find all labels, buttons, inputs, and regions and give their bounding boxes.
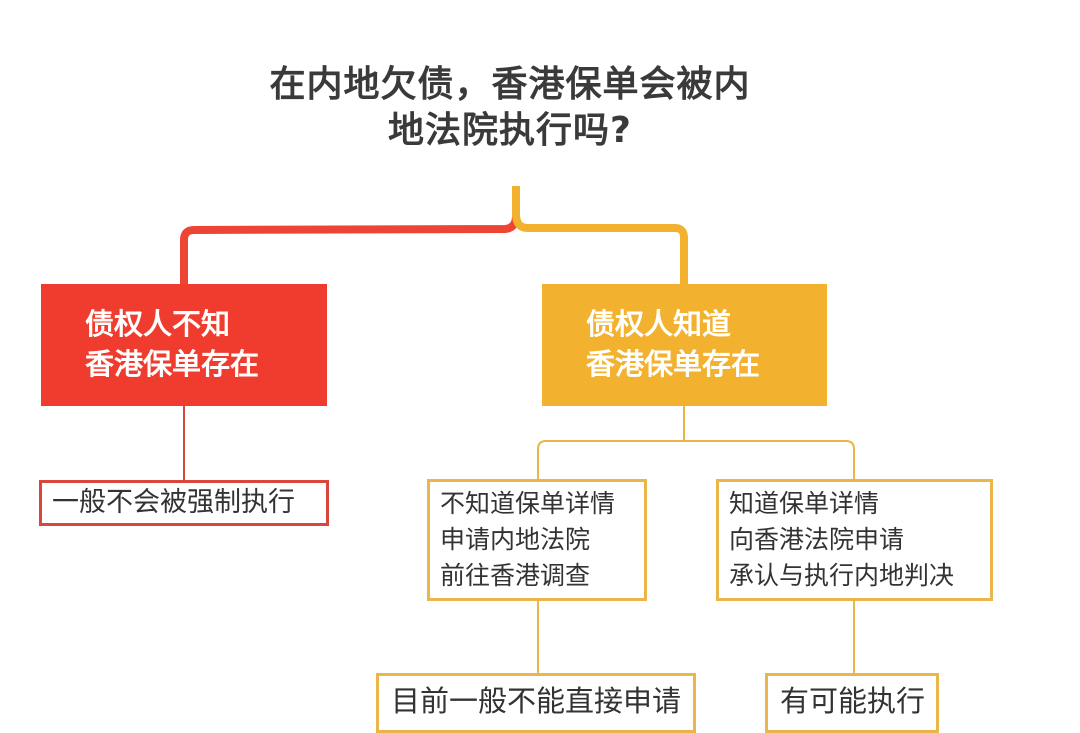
known-details-box: 知道保单详情 向香港法院申请 承认与执行内地判决: [716, 479, 993, 601]
yellow-branch-connector: [512, 186, 688, 286]
box-text: 一般不会被强制执行: [52, 487, 295, 518]
box-text: 知道保单详情: [729, 489, 880, 518]
connector-lines: [180, 186, 855, 674]
creditor-unaware-box: 债权人不知 香港保单存在: [41, 284, 327, 406]
box-text: 香港保单存在: [85, 347, 260, 381]
box-text: 香港保单存在: [586, 347, 761, 381]
box-text: 有可能执行: [780, 684, 926, 718]
box-text: 申请内地法院: [440, 525, 591, 554]
title-line-1: 在内地欠债，香港保单会被内: [269, 64, 751, 105]
unknown-details-box: 不知道保单详情 申请内地法院 前往香港调查: [427, 479, 647, 601]
box-text: 承认与执行内地判决: [729, 561, 955, 590]
diagram-title: 在内地欠债，香港保单会被内 地法院执行吗?: [240, 62, 780, 154]
box-text: 目前一般不能直接申请: [391, 684, 682, 718]
not-enforced-result-box: 一般不会被强制执行: [39, 480, 329, 526]
yellow-sub-connector: [537, 440, 855, 481]
creditor-aware-box: 债权人知道 香港保单存在: [542, 284, 827, 406]
cannot-apply-result-box: 目前一般不能直接申请: [376, 673, 696, 733]
title-line-2: 地法院执行吗?: [388, 110, 632, 151]
box-text: 向香港法院申请: [729, 525, 905, 554]
box-text: 债权人不知: [85, 307, 231, 341]
may-enforce-result-box: 有可能执行: [765, 673, 939, 733]
box-text: 不知道保单详情: [440, 489, 616, 518]
box-text: 前往香港调查: [440, 561, 591, 590]
box-text: 债权人知道: [586, 307, 732, 341]
red-branch-connector: [180, 215, 520, 286]
